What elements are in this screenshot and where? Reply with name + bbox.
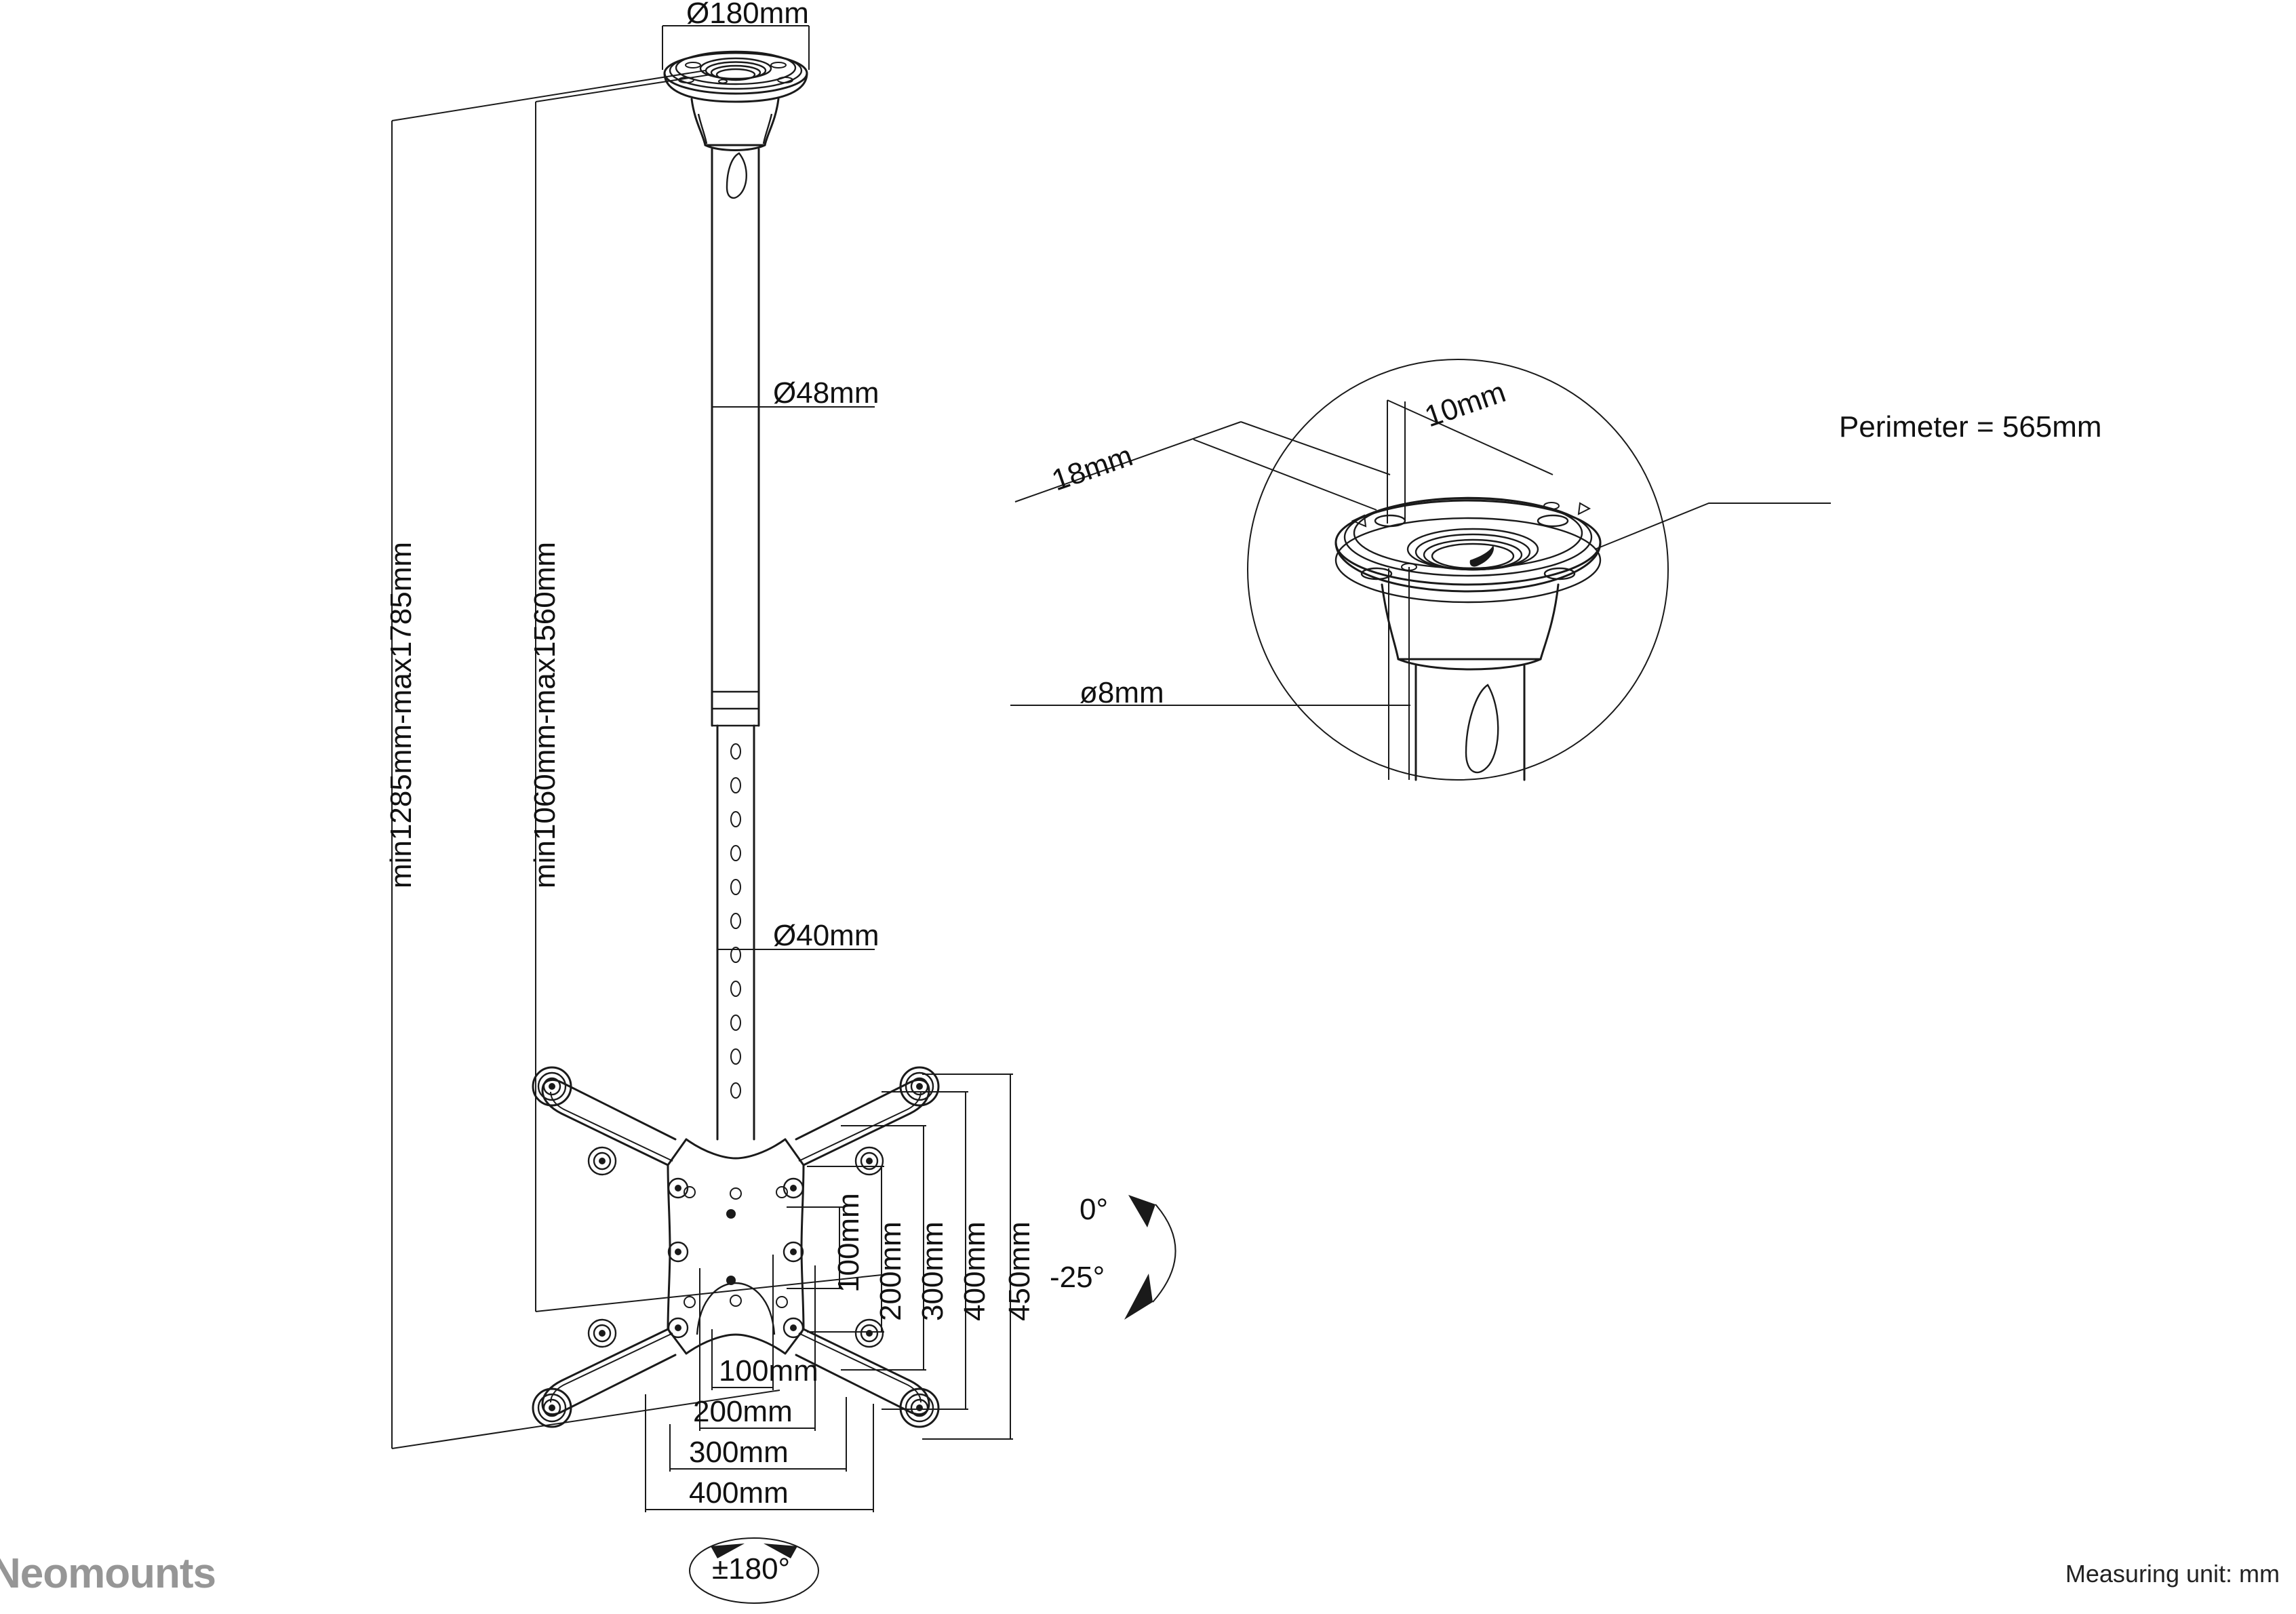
dim-vesa-horizontal xyxy=(645,1255,874,1512)
rotation-indicator xyxy=(689,1537,819,1604)
label-vesa-h-400: 400mm xyxy=(689,1476,789,1510)
label-vesa-v-450: 450mm xyxy=(1003,1221,1036,1321)
extension-pole xyxy=(711,202,760,1141)
dim-total-height xyxy=(391,70,882,1449)
label-perimeter: Perimeter = 565mm xyxy=(1839,410,2102,444)
label-vesa-v-300: 300mm xyxy=(916,1221,949,1321)
dim-plate-diameter xyxy=(662,25,810,70)
label-vesa-v-100: 100mm xyxy=(832,1193,865,1293)
label-tilt-min: -25° xyxy=(1050,1261,1105,1294)
label-upper-tube-diameter: Ø48mm xyxy=(773,376,879,410)
brand-logo: Neomounts xyxy=(0,1550,216,1597)
label-vesa-h-100: 100mm xyxy=(719,1354,818,1387)
label-total-height-outer: min1285mm-max1785mm xyxy=(384,541,418,888)
label-vesa-h-200: 200mm xyxy=(693,1395,793,1428)
ceiling-plate-assembly xyxy=(663,50,808,205)
dim-tube-diameters xyxy=(711,388,875,968)
tilt-arc-indicator xyxy=(1124,1195,1176,1320)
label-rotation: ±180° xyxy=(712,1552,791,1586)
vesa-bracket xyxy=(532,1066,940,1428)
label-hole-diameter: ø8mm xyxy=(1080,676,1164,709)
detail-view-circle xyxy=(1010,359,1831,781)
label-vesa-h-300: 300mm xyxy=(689,1436,789,1469)
label-vesa-v-400: 400mm xyxy=(958,1221,991,1321)
plate-screws xyxy=(667,1177,804,1339)
adjustment-holes xyxy=(730,743,741,1099)
label-total-height-inner: min1060mm-max1560mm xyxy=(528,541,561,888)
label-tilt-max: 0° xyxy=(1080,1193,1109,1226)
vesa-holes xyxy=(684,1186,788,1308)
label-lower-tube-diameter: Ø40mm xyxy=(773,919,879,952)
arm-pivots xyxy=(532,1066,940,1428)
label-plate-diameter: Ø180mm xyxy=(686,0,809,30)
dim-vesa-vertical xyxy=(787,1074,1013,1440)
measuring-unit-note: Measuring unit: mm xyxy=(2065,1560,2280,1588)
label-vesa-v-200: 200mm xyxy=(874,1221,907,1321)
